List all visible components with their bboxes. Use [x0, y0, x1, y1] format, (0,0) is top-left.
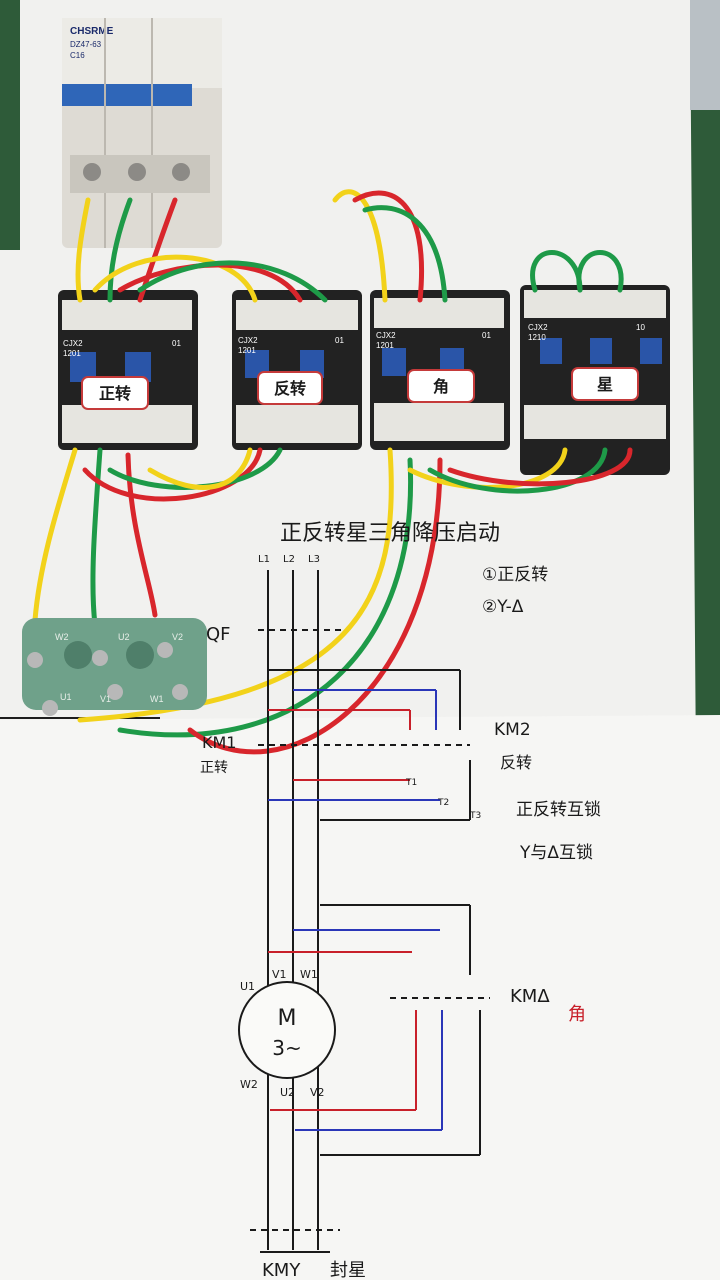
kmd-sub: 角 [568, 1004, 586, 1025]
contactor-code: 1201 [63, 349, 81, 358]
terminal-v1[interactable] [107, 684, 123, 700]
km2-sub: 反转 [500, 753, 532, 772]
contactor-kmd: CJX2 1201 01 角 [370, 290, 510, 450]
note-1: ①正反转 [482, 565, 548, 585]
breaker-model: DZ47-63 [70, 40, 102, 49]
terminal-label: U2 [118, 632, 130, 642]
t-label: T2 [437, 798, 449, 808]
interlock-note-2: Y与Δ互锁 [519, 843, 593, 863]
terminal-label: W2 [55, 632, 69, 642]
terminal-box: W2 U2 V2 U1 V1 W1 [22, 618, 207, 716]
motor-phase: 3~ [272, 1036, 301, 1060]
terminal-v2[interactable] [157, 642, 173, 658]
terminal-label: V1 [100, 694, 111, 704]
circuit-breaker: CHSRME DZ47-63 C16 [62, 18, 222, 248]
motor-label: M [278, 1006, 297, 1031]
winding-label: U2 [280, 1086, 295, 1099]
winding-label: V2 [310, 1086, 325, 1099]
kmd-label: KMΔ [510, 986, 550, 1007]
contactor-km2: CJX2 1201 01 反转 [232, 290, 362, 450]
contactor-tag: 正转 [99, 384, 131, 403]
motor-symbol: M 3~ [238, 981, 336, 1079]
km2-label: KM2 [494, 720, 531, 740]
winding-label: V1 [272, 968, 287, 981]
kmy-sub: 封星 [330, 1260, 366, 1280]
line-label: L1 [258, 554, 270, 565]
km1-label: KM1 [202, 733, 236, 752]
winding-label: U1 [240, 980, 255, 993]
qf-label: QF [206, 624, 231, 645]
schematic [250, 570, 490, 1253]
terminal-w2[interactable] [27, 652, 43, 668]
winding-label: W1 [300, 968, 318, 981]
line-label: L2 [283, 554, 295, 565]
contactor-aux: 10 [636, 323, 645, 332]
contactor-aux: 01 [335, 336, 344, 345]
contactor-km1: CJX2 1201 01 正转 [58, 290, 198, 450]
plastic-bag [690, 0, 720, 110]
winding-label: W2 [240, 1078, 258, 1091]
diagram-title: 正反转星三角降压启动 [280, 521, 500, 546]
breaker-rating: C16 [70, 51, 85, 60]
terminal-u2[interactable] [92, 650, 108, 666]
t-label: T3 [469, 811, 481, 821]
terminal-label: U1 [60, 692, 72, 702]
contactor-code: 1201 [376, 341, 394, 350]
terminal-w1[interactable] [172, 684, 188, 700]
contactor-tag: 角 [433, 377, 449, 396]
kmy-label: KMY [262, 1260, 301, 1280]
contactor-aux: 01 [172, 339, 181, 348]
note-2: ②Y-Δ [482, 597, 524, 617]
contactor-kmy: CJX2 1210 10 星 [520, 285, 670, 475]
schematic-color-ink [268, 689, 443, 1131]
contactor-model: CJX2 [238, 336, 258, 345]
interlock-note-1: 正反转互锁 [516, 800, 601, 820]
terminal-u1[interactable] [42, 700, 58, 716]
breaker-screw-3[interactable] [172, 163, 190, 181]
contactor-model: CJX2 [63, 339, 83, 348]
line-label: L3 [308, 554, 320, 565]
contactor-model: CJX2 [376, 331, 396, 340]
terminal-label: V2 [172, 632, 183, 642]
lower-paper [0, 715, 720, 1280]
breaker-brand: CHSRME [70, 26, 114, 37]
km1-sub: 正转 [200, 760, 228, 776]
contactor-tag: 反转 [274, 379, 306, 398]
contactor-code: 1201 [238, 346, 256, 355]
contactor-tag: 星 [597, 375, 613, 394]
terminal-label: W1 [150, 694, 164, 704]
contactor-aux: 01 [482, 331, 491, 340]
contactor-model: CJX2 [528, 323, 548, 332]
breaker-screw-1[interactable] [83, 163, 101, 181]
breaker-screw-2[interactable] [128, 163, 146, 181]
contactor-code: 1210 [528, 333, 546, 342]
breaker-handle[interactable] [62, 84, 192, 106]
t-label: T1 [405, 778, 417, 788]
